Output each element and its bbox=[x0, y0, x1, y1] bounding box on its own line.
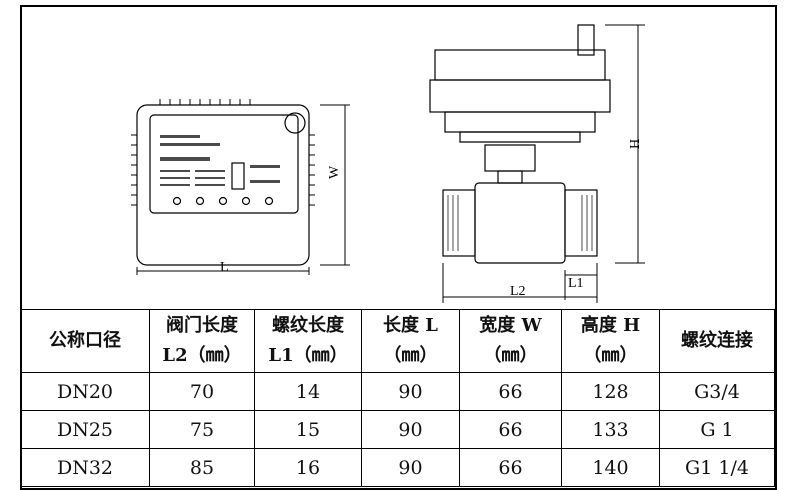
header-label: 宽度 W bbox=[479, 315, 542, 336]
cell: G 1 bbox=[659, 410, 775, 449]
header-nominal-diameter: 公称口径 bbox=[20, 309, 150, 373]
header-label: 螺纹长度 bbox=[272, 315, 344, 336]
cell: DN32 bbox=[20, 448, 150, 487]
header-unit: （㎜） bbox=[483, 345, 538, 366]
cell: 66 bbox=[459, 410, 562, 449]
drawing-frame bbox=[20, 5, 777, 490]
cell: G3/4 bbox=[659, 372, 775, 411]
header-label: 螺纹连接 bbox=[681, 330, 753, 351]
cell: 75 bbox=[149, 410, 255, 449]
header-label: 公称口径 bbox=[49, 330, 121, 351]
cell: 133 bbox=[561, 410, 660, 449]
cell: 85 bbox=[149, 448, 255, 487]
valve-technical-drawing: L W H L2 L1 bbox=[131, 24, 645, 303]
header-height: 高度 H （㎜） bbox=[561, 309, 660, 373]
cell: 16 bbox=[254, 448, 362, 487]
cell: 90 bbox=[361, 410, 460, 449]
header-thread-connection: 螺纹连接 bbox=[659, 309, 775, 373]
header-thread-length: 螺纹长度 L1（㎜） bbox=[254, 309, 362, 373]
cell: 14 bbox=[254, 372, 362, 411]
cell: 66 bbox=[459, 372, 562, 411]
cell: 90 bbox=[361, 448, 460, 487]
header-length: 长度 L （㎜） bbox=[361, 309, 460, 373]
cell: 15 bbox=[254, 410, 362, 449]
table-header-row: 公称口径 阀门长度 L2（㎜） 螺纹长度 L1（㎜） 长度 L （㎜） 宽度 W （㎜）… bbox=[20, 309, 775, 373]
header-label: 长度 L bbox=[383, 315, 438, 336]
header-unit: （㎜） bbox=[583, 345, 638, 366]
cell: DN20 bbox=[20, 372, 150, 411]
header-unit: L1（㎜） bbox=[268, 345, 348, 366]
dimension-label-h: H bbox=[628, 139, 643, 149]
cell: 70 bbox=[149, 372, 255, 411]
cell: 90 bbox=[361, 372, 460, 411]
header-unit: L2（㎜） bbox=[162, 345, 242, 366]
cell: 66 bbox=[459, 448, 562, 487]
cell: DN25 bbox=[20, 410, 150, 449]
header-width: 宽度 W （㎜） bbox=[459, 309, 562, 373]
dimension-label-l2: L2 bbox=[510, 284, 526, 299]
valve-side-view bbox=[429, 24, 645, 303]
header-label: 阀门长度 bbox=[166, 315, 238, 336]
controller-top-view bbox=[131, 99, 350, 275]
dimension-label-l1: L1 bbox=[568, 276, 584, 291]
cell: 128 bbox=[561, 372, 660, 411]
cell: G1 1/4 bbox=[659, 448, 775, 487]
dimension-label-l: L bbox=[220, 260, 229, 275]
header-valve-length: 阀门长度 L2（㎜） bbox=[149, 309, 255, 373]
dimension-table: 公称口径 阀门长度 L2（㎜） 螺纹长度 L1（㎜） 长度 L （㎜） 宽度 W （㎜）… bbox=[20, 309, 775, 487]
dimension-label-w: W bbox=[327, 165, 342, 179]
cell: 140 bbox=[561, 448, 660, 487]
header-label: 高度 H bbox=[580, 315, 641, 336]
header-unit: （㎜） bbox=[383, 345, 438, 366]
